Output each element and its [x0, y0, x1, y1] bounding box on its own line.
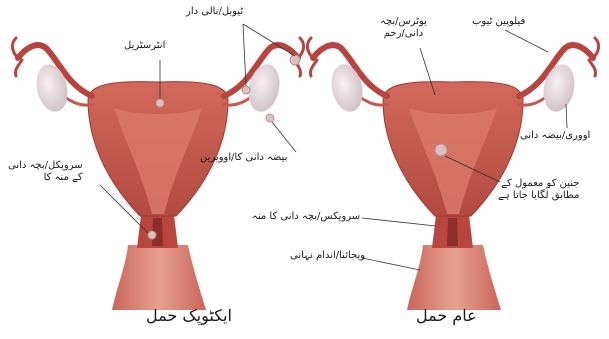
tubal-ampulla-embryo-marker [242, 86, 250, 94]
tubal-label: ٹیوبل/نالی دار [186, 6, 243, 18]
interstitial-embryo-marker [156, 99, 164, 107]
tubal-embryo-marker [290, 55, 300, 65]
normal-ovary-label: اووری/بیضہ دانی [520, 130, 590, 142]
interstitial-label: انٹرسٹریل [124, 40, 165, 52]
embryo-label: جنین کو معمول کے مطابق لگایا جاتا ہے [498, 178, 580, 202]
ovarian-embryo-marker [266, 114, 274, 122]
fallopian-tube-label: فیلوپین ٹیوب [472, 16, 525, 28]
ovarian-label: بیضہ دانی کا/اوویرین [200, 152, 287, 164]
cervical-embryo-marker [148, 231, 156, 239]
normal-illustration [307, 38, 598, 310]
cervix-label: سرویکس/بچہ دانی کا منہ [252, 211, 360, 223]
cervical-label: سرویکل/بچہ دانی کے منہ کا [8, 160, 83, 184]
implanted-embryo-marker [435, 144, 447, 156]
uterus-label: یوٹرس/بچہ دانی/رحم [380, 16, 427, 40]
vagina-label: ویجائنا/اندام نہانی [290, 250, 365, 262]
normal-caption: عام حمل [416, 306, 477, 325]
ectopic-caption: ایکٹوپک حمل [146, 306, 232, 325]
